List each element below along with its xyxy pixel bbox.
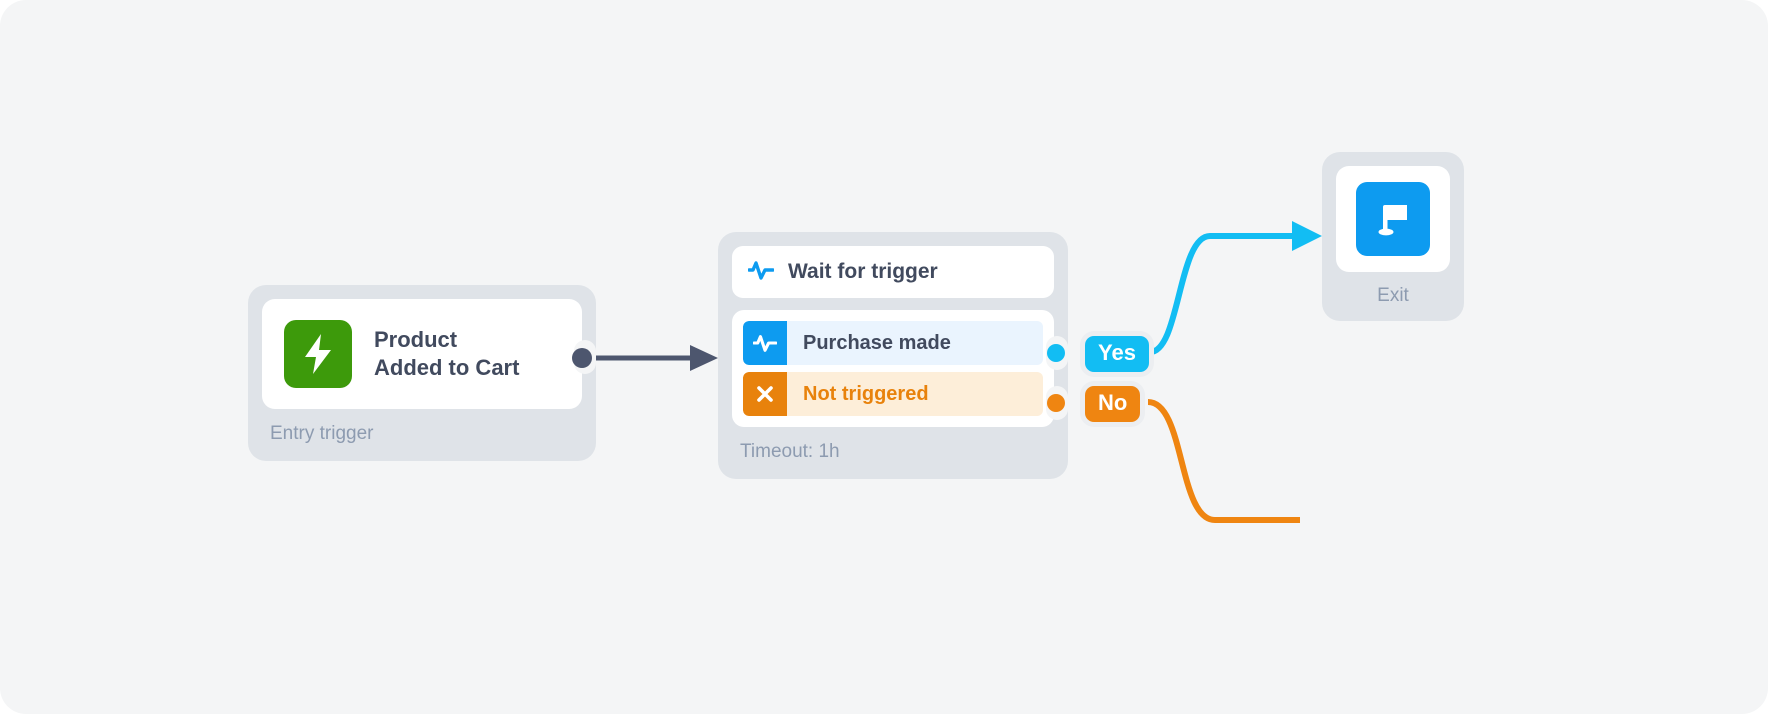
yes-output-port[interactable] — [1047, 344, 1065, 362]
activity-pulse-icon — [747, 259, 775, 286]
edge-entry-to-wait — [592, 345, 718, 371]
edge-no-open — [1147, 399, 1300, 523]
entry-trigger-card[interactable]: Product Added to Cart — [262, 299, 582, 409]
condition-label: Not triggered — [803, 382, 929, 405]
entry-trigger-footer: Entry trigger — [270, 423, 374, 444]
activity-pulse-icon — [743, 321, 787, 365]
exit-label: Exit — [1377, 285, 1409, 306]
flag-icon — [1356, 182, 1430, 256]
wait-for-trigger-header[interactable]: Wait for trigger — [732, 246, 1054, 298]
exit-card[interactable] — [1336, 166, 1450, 272]
entry-output-port[interactable] — [572, 348, 592, 368]
condition-label: Purchase made — [803, 331, 951, 354]
wait-condition-list: Purchase made Not triggered — [732, 310, 1054, 427]
wait-for-trigger-title: Wait for trigger — [788, 260, 938, 283]
entry-trigger-title: Product Added to Cart — [374, 326, 520, 380]
wait-timeout-label: Timeout: 1h — [740, 441, 840, 462]
branch-badge-yes[interactable]: Yes — [1085, 336, 1149, 373]
condition-row-not-triggered[interactable]: Not triggered — [743, 372, 1043, 416]
entry-trigger-node[interactable]: Product Added to Cart Entry trigger — [248, 285, 596, 461]
wait-for-trigger-node[interactable]: Wait for trigger Purchase made Not trigg… — [718, 232, 1068, 479]
edge-yes-to-exit — [1147, 221, 1322, 355]
condition-row-purchase-made[interactable]: Purchase made — [743, 321, 1043, 365]
branch-badge-no[interactable]: No — [1085, 386, 1141, 423]
no-output-port[interactable] — [1047, 394, 1065, 412]
close-x-icon — [743, 372, 787, 416]
lightning-bolt-icon — [284, 320, 352, 388]
exit-node[interactable]: Exit — [1322, 152, 1464, 321]
